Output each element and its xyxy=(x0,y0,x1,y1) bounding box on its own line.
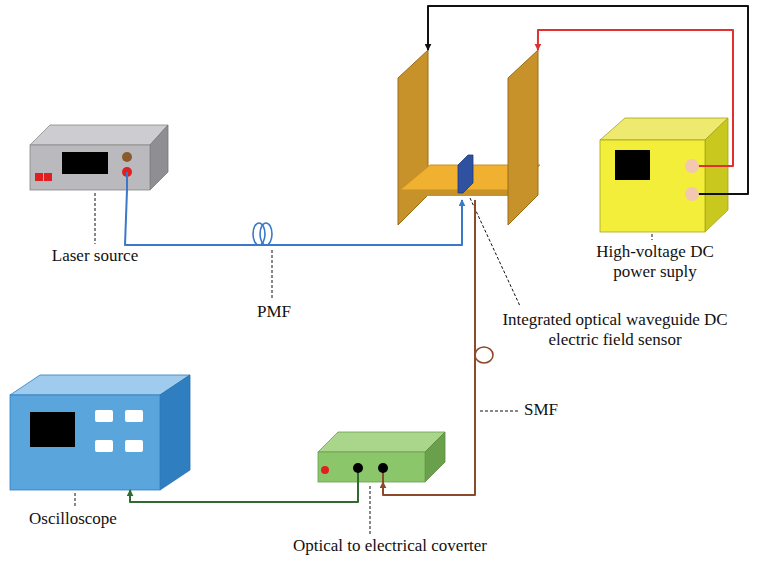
fiber-or-wire xyxy=(125,190,462,245)
power-supply-body xyxy=(600,118,728,232)
field-sensor-node: Integrated optical waveguide DC electric… xyxy=(395,50,541,200)
fiber-or-wire xyxy=(383,200,475,495)
converter-node: Optical to electrical coverter xyxy=(318,432,445,482)
device-label: Optical to electrical coverter xyxy=(240,536,540,556)
fiber-or-wire xyxy=(428,6,748,194)
fiber-or-wire xyxy=(538,30,733,166)
fiber-label: PMF xyxy=(255,302,293,322)
device-label: Oscilloscope xyxy=(8,509,138,529)
fiber-label: SMF xyxy=(522,400,560,420)
power-supply-node: High-voltage DC power suply xyxy=(600,118,728,232)
electrode-plates xyxy=(398,50,540,225)
fiber-or-wire xyxy=(130,482,358,502)
oscilloscope-node: Oscilloscope xyxy=(10,375,190,490)
device-label: Integrated optical waveguide DC electric… xyxy=(500,310,730,350)
laser-source-body xyxy=(30,125,168,190)
converter-body xyxy=(318,432,445,482)
laser-source-node: Laser source xyxy=(30,125,168,190)
device-label: High-voltage DC power suply xyxy=(580,242,730,282)
device-label: Laser source xyxy=(20,246,170,266)
oscilloscope-body xyxy=(10,375,190,490)
